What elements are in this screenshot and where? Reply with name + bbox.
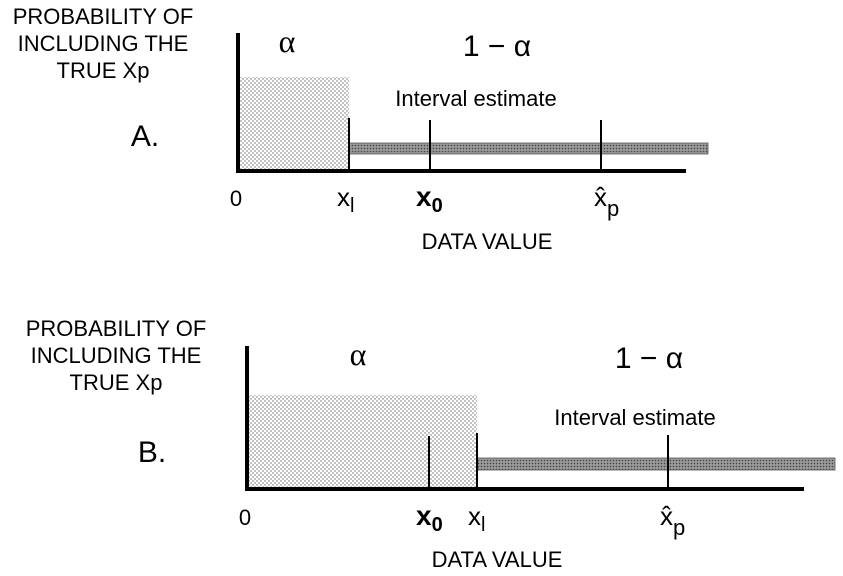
panel-b-alpha-label: α [350, 336, 367, 372]
panel-b-tick-xl-sub: l [481, 514, 485, 536]
panel-a-tick-xp-sub: p [607, 196, 619, 221]
panel-b-tick-zero: 0 [239, 505, 251, 530]
panel-a-tick-zero: 0 [230, 186, 242, 211]
panel-b-ylabel-line2: INCLUDING THE [31, 343, 202, 368]
panel-a-interval-bar [348, 142, 709, 155]
panel-b-interval-bar [476, 457, 836, 471]
panel-b-tick-xp: x̂p [660, 501, 685, 540]
panel-a: PROBABILITY OF INCLUDING THE TRUE Xp A. … [13, 4, 709, 254]
panel-a-tick-x0-sub: 0 [432, 195, 443, 217]
panel-b-tick-x0-sub: 0 [432, 514, 443, 536]
panel-a-xlabel: DATA VALUE [422, 229, 553, 254]
panel-a-ylabel-line1: PROBABILITY OF [13, 4, 194, 29]
panel-a-tick-xp-base: x̂ [594, 182, 607, 212]
panel-a-tick-xl-base: x [337, 182, 350, 212]
panel-a-tick-x0-base: x [416, 181, 432, 212]
panel-b-xlabel: DATA VALUE [432, 547, 563, 572]
panel-b-ylabel-line1: PROBABILITY OF [26, 316, 207, 341]
panel-b-one-minus-alpha-label: 1 − α [615, 342, 683, 375]
panel-a-tick-xl: xl [337, 182, 354, 217]
panel-b-tick-xl-base: x [468, 501, 481, 531]
panel-b-tick-x0: x0 [416, 500, 443, 536]
panel-b-label: B. [138, 436, 166, 469]
panel-b: PROBABILITY OF INCLUDING THE TRUE Xp B. … [26, 316, 836, 572]
panel-a-tick-xp: x̂p [594, 182, 619, 221]
panel-b-tick-xp-sub: p [673, 515, 685, 540]
panel-b-tick-x0-base: x [416, 500, 432, 531]
panel-a-alpha-region [238, 77, 349, 171]
panel-a-interval-label: Interval estimate [395, 86, 556, 111]
panel-a-alpha-label: α [279, 23, 296, 59]
panel-b-interval-label: Interval estimate [554, 405, 715, 430]
panel-b-tick-xl: xl [468, 501, 485, 536]
panel-b-alpha-region [247, 395, 477, 489]
panel-a-ylabel-line2: INCLUDING THE [18, 31, 189, 56]
panel-a-ylabel-line3: TRUE Xp [57, 58, 150, 83]
panel-a-one-minus-alpha-label: 1 − α [463, 30, 531, 63]
panel-b-tick-xp-base: x̂ [660, 501, 673, 531]
panel-b-ylabel-line3: TRUE Xp [70, 370, 163, 395]
panel-a-tick-x0: x0 [416, 181, 443, 217]
panel-a-tick-xl-sub: l [350, 195, 354, 217]
panel-a-label: A. [131, 120, 159, 153]
